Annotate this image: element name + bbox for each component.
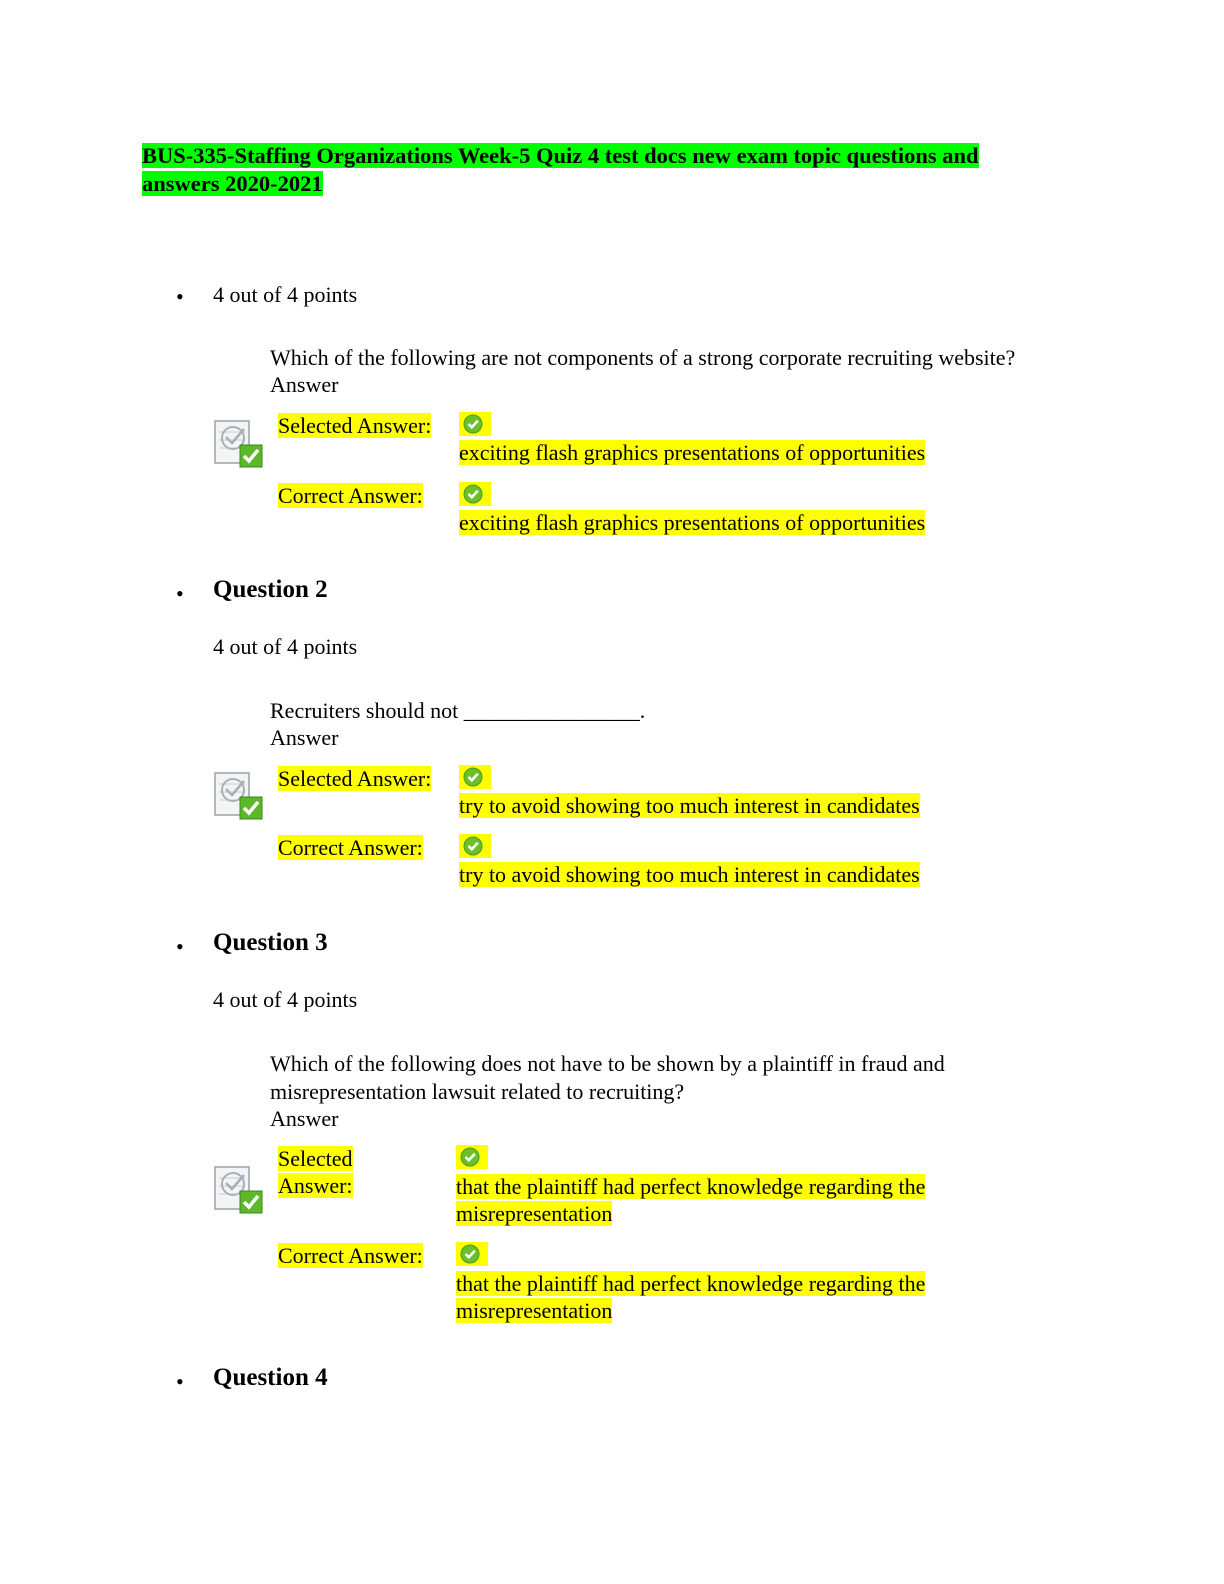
question-heading-q4: Question 4: [213, 1364, 328, 1391]
check-circle-icon: [456, 1145, 488, 1169]
question-text: Recruiters should not ________________.: [270, 698, 646, 723]
question-text: Which of the following does not have to …: [270, 1051, 945, 1104]
answer-word: Answer: [270, 372, 339, 397]
bullet-q4: •: [176, 1369, 184, 1394]
correct-answer-label-q2: Correct Answer:: [278, 835, 423, 860]
graded-correct-icon: [213, 418, 265, 470]
graded-correct-icon: [213, 770, 265, 822]
question-text: Which of the following are not component…: [270, 345, 1016, 370]
points-q1: 4 out of 4 points: [213, 282, 358, 307]
correct-answer-value-q3: that the plaintiff had perfect knowledge…: [456, 1271, 926, 1323]
graded-correct-icon: [213, 1164, 265, 1216]
answer-word: Answer: [270, 1106, 339, 1131]
check-circle-icon: [459, 834, 491, 858]
check-circle-icon: [456, 1242, 488, 1266]
check-circle-icon: [459, 412, 491, 436]
question-heading-q3: Question 3: [213, 929, 328, 956]
selected-answer-label-q2: Selected Answer:: [278, 766, 432, 791]
correct-answer-value-q1: exciting flash graphics presentations of…: [459, 510, 926, 535]
document-title-text: BUS-335-Staffing Organizations Week-5 Qu…: [142, 143, 979, 196]
question-text-q3: Which of the following does not have to …: [270, 1050, 1010, 1132]
check-circle-icon: [459, 765, 491, 789]
document-title: BUS-335-Staffing Organizations Week-5 Qu…: [142, 142, 1042, 198]
bullet-q1: •: [176, 284, 184, 309]
answer-word: Answer: [270, 725, 339, 750]
points-q2: 4 out of 4 points: [213, 634, 358, 659]
bullet-q3: •: [176, 934, 184, 959]
correct-answer-value-q2: try to avoid showing too much interest i…: [459, 862, 920, 887]
correct-answer-label-q3: Correct Answer:: [278, 1243, 423, 1268]
selected-answer-value-q1: exciting flash graphics presentations of…: [459, 440, 926, 465]
question-text-q1: Which of the following are not component…: [270, 344, 1090, 398]
question-heading-q2: Question 2: [213, 576, 328, 603]
points-q3: 4 out of 4 points: [213, 987, 358, 1012]
question-text-q2: Recruiters should not ________________. …: [270, 697, 1090, 751]
selected-answer-value-q3: that the plaintiff had perfect knowledge…: [456, 1174, 926, 1226]
selected-answer-label-q1: Selected Answer:: [278, 413, 432, 438]
bullet-q2: •: [176, 581, 184, 606]
correct-answer-label-q1: Correct Answer:: [278, 483, 423, 508]
check-circle-icon: [459, 482, 491, 506]
selected-answer-value-q2: try to avoid showing too much interest i…: [459, 793, 920, 818]
selected-answer-label-q3: Selected Answer:: [278, 1146, 353, 1198]
